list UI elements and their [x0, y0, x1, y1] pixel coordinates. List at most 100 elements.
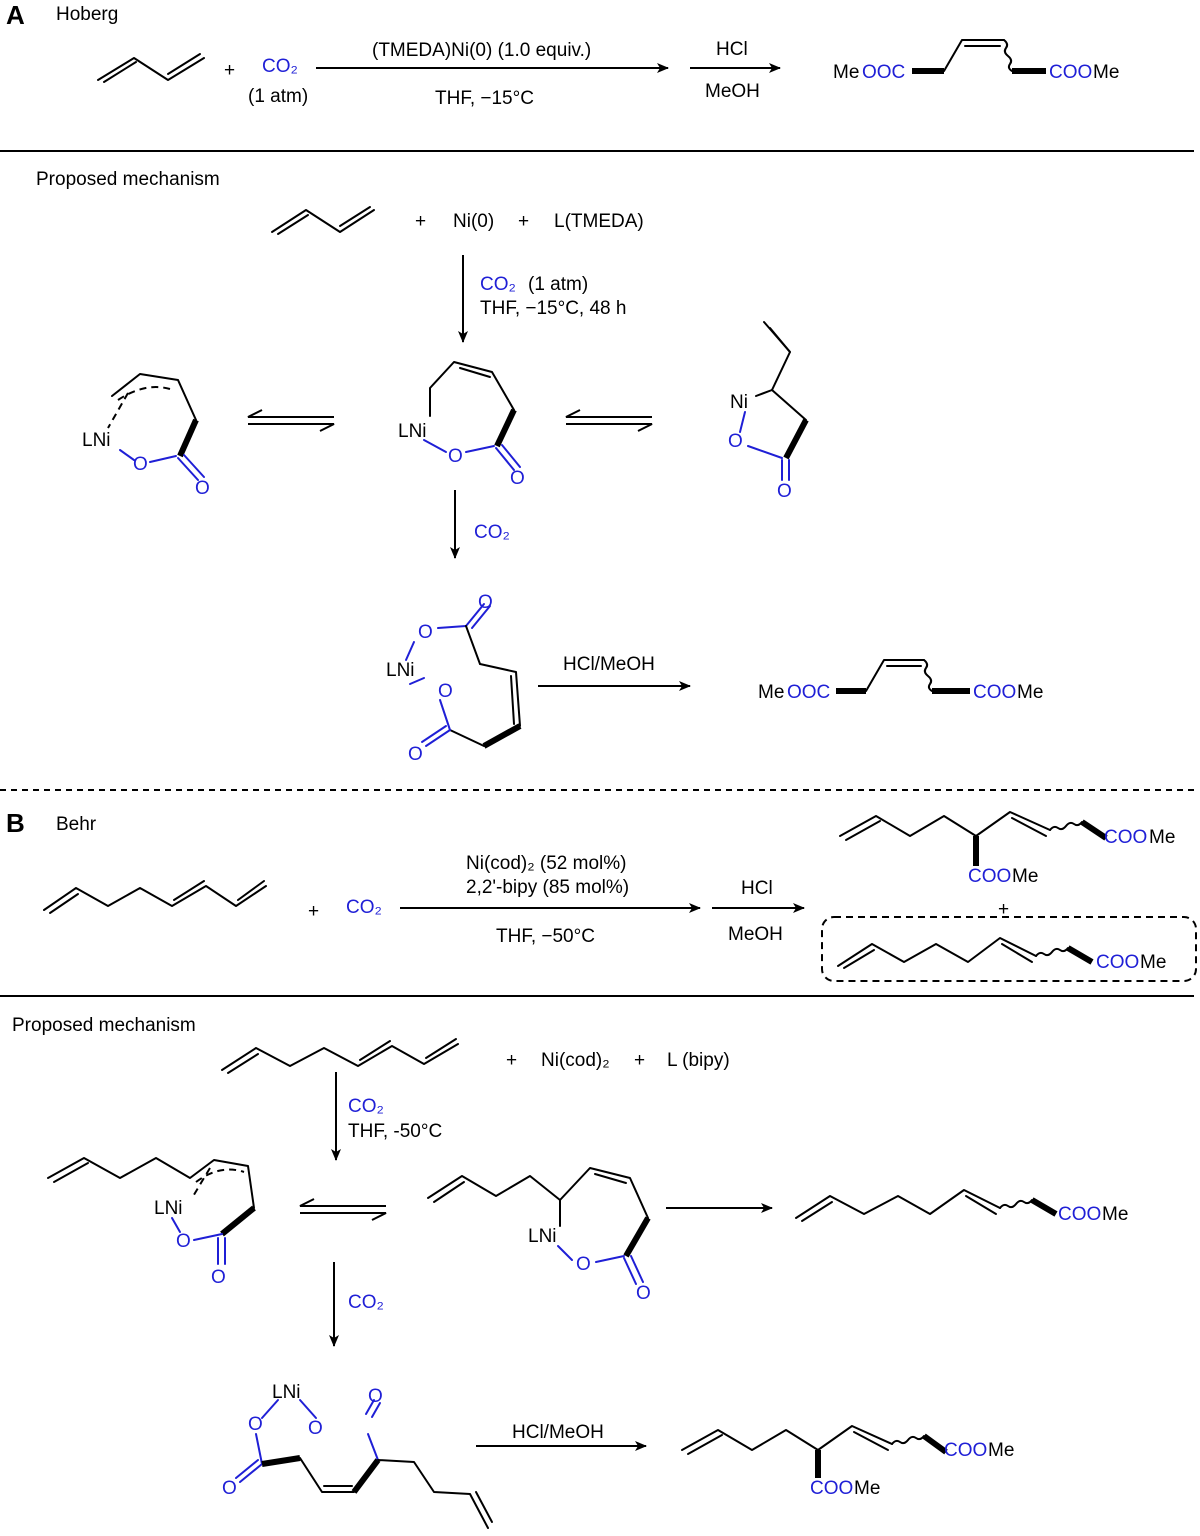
co2-label: CO₂ — [348, 1292, 384, 1313]
ester-ooc: OOC — [787, 682, 830, 703]
ester-coo: COO — [1049, 62, 1092, 83]
pi-allyl-nickel-complex — [47, 1157, 256, 1265]
octatriene-structure — [221, 1038, 459, 1074]
carbonyl-oxygen-label: O — [636, 1283, 651, 1304]
carbonyl-oxygen-label: O — [777, 481, 792, 502]
carbonyl-oxygen-label: O — [195, 478, 210, 499]
lni-label: LNi — [398, 421, 427, 442]
equilibrium-arrows — [247, 409, 335, 432]
co2-label: CO₂ — [262, 56, 298, 77]
carbonyl-oxygen-label: O — [211, 1267, 226, 1288]
ester-me-branch: Me — [854, 1478, 880, 1499]
panel-a-name: Hoberg — [56, 4, 118, 25]
mechanism-a: Proposed mechanism + Ni(0) + L(TMEDA) CO… — [36, 169, 1043, 765]
mechanism-b: Proposed mechanism + Ni(cod)₂ + L (bipy)… — [12, 1015, 1128, 1529]
condition-label: HCl/MeOH — [563, 654, 655, 675]
branched-diester-product — [681, 1425, 948, 1478]
plus-sign: + — [518, 211, 529, 232]
ester-me: Me — [1102, 1204, 1128, 1225]
pressure-label: (1 atm) — [528, 274, 588, 295]
condition-line1: Ni(cod)₂ (52 mol%) — [466, 853, 626, 874]
butadiene-structure — [97, 53, 205, 83]
oxygen-label: O — [728, 431, 743, 452]
ester-coo-branch: COO — [968, 866, 1011, 887]
equilibrium-arrows — [565, 409, 653, 432]
condition-top: (TMEDA)Ni(0) (1.0 equiv.) — [372, 40, 591, 61]
ester-coo: COO — [1096, 952, 1139, 973]
lni-label: LNi — [154, 1198, 183, 1219]
octatriene-structure — [43, 880, 267, 914]
carbonyl-oxygen-label: O — [510, 468, 525, 489]
highlight-box — [821, 916, 1197, 982]
oxygen-label: O — [576, 1254, 591, 1275]
ester-me-branch: Me — [1012, 866, 1038, 887]
nickel-dicarboxylate-structure — [235, 1399, 493, 1529]
ester-coo-branch: COO — [810, 1478, 853, 1499]
condition-bottom: THF, −15°C — [435, 88, 534, 109]
condition-label: HCl/MeOH — [512, 1422, 604, 1443]
ester-coo: COO — [944, 1440, 987, 1461]
plus-sign: + — [308, 901, 319, 922]
ester-me: Me — [1140, 952, 1166, 973]
branched-diester-product — [839, 811, 1108, 866]
equilibrium-arrows — [299, 1198, 387, 1221]
ligand-label: L(TMEDA) — [554, 211, 644, 232]
mechanism-title: Proposed mechanism — [36, 169, 220, 190]
ligand-label: L (bipy) — [667, 1050, 730, 1071]
nickel-label: Ni — [730, 392, 748, 413]
plus-sign: + — [634, 1050, 645, 1071]
ester-me: Me — [833, 62, 859, 83]
oxygen-label: O — [438, 681, 453, 702]
condition-line2: 2,2'-bipy (85 mol%) — [466, 877, 629, 898]
carbonyl-oxygen-label: O — [222, 1478, 237, 1499]
condition-label: THF, −15°C, 48 h — [480, 298, 626, 319]
ester-coo: COO — [973, 682, 1016, 703]
panel-a: A Hoberg + CO₂ (1 atm) (TMEDA)Ni(0) (1.0… — [6, 0, 1119, 109]
nickel-label: Ni(0) — [453, 211, 494, 232]
panel-b: B Behr + CO₂ Ni(cod)₂ (52 mol%) 2,2'-bip… — [6, 808, 1197, 982]
nickel-dicarboxylate-structure — [405, 603, 522, 749]
plus-sign: + — [415, 211, 426, 232]
linear-ester-product — [837, 937, 1094, 969]
carbonyl-oxygen-label: O — [368, 1386, 383, 1407]
ester-me-right: Me — [1093, 62, 1119, 83]
lni-label: LNi — [272, 1382, 301, 1403]
condition-label: THF, -50°C — [348, 1121, 442, 1142]
oxygen-label: O — [248, 1414, 263, 1435]
co2-label: CO₂ — [474, 522, 510, 543]
ester-me: Me — [758, 682, 784, 703]
oxygen-label: O — [133, 454, 148, 475]
lni-label: LNi — [528, 1226, 557, 1247]
ester-me-right: Me — [1017, 682, 1043, 703]
carbonyl-oxygen-label: O — [478, 592, 493, 613]
step2-top: HCl — [741, 878, 773, 899]
butadiene-structure — [271, 206, 375, 235]
product-plus-sign: + — [998, 899, 1009, 920]
ester-me: Me — [1149, 827, 1175, 848]
oxygen-label: O — [448, 446, 463, 467]
oxygen-label: O — [418, 622, 433, 643]
nickelacycle-structure — [423, 361, 521, 471]
step2-top: HCl — [716, 39, 748, 60]
carbonyl-oxygen-label: O — [408, 744, 423, 765]
step2-bottom: MeOH — [728, 924, 783, 945]
lni-label: LNi — [82, 430, 111, 451]
co2-label: CO₂ — [480, 274, 516, 295]
plus-sign: + — [506, 1050, 517, 1071]
plus-sign: + — [224, 60, 235, 81]
pressure-label: (1 atm) — [248, 86, 308, 107]
mechanism-title: Proposed mechanism — [12, 1015, 196, 1036]
linear-ester-product — [795, 1189, 1058, 1222]
panel-b-name: Behr — [56, 814, 97, 835]
ester-coo: COO — [1104, 827, 1147, 848]
co2-label: CO₂ — [348, 1096, 384, 1117]
diester-product-structure — [912, 39, 1046, 74]
pi-allyl-nickel-complex — [107, 373, 205, 481]
oxygen-label: O — [176, 1231, 191, 1252]
nickel-label: Ni(cod)₂ — [541, 1050, 610, 1071]
nickelacycle-structure — [427, 1167, 651, 1285]
five-membered-nickelacycle — [739, 321, 809, 481]
ester-coo: COO — [1058, 1204, 1101, 1225]
condition-bottom: THF, −50°C — [496, 926, 595, 947]
